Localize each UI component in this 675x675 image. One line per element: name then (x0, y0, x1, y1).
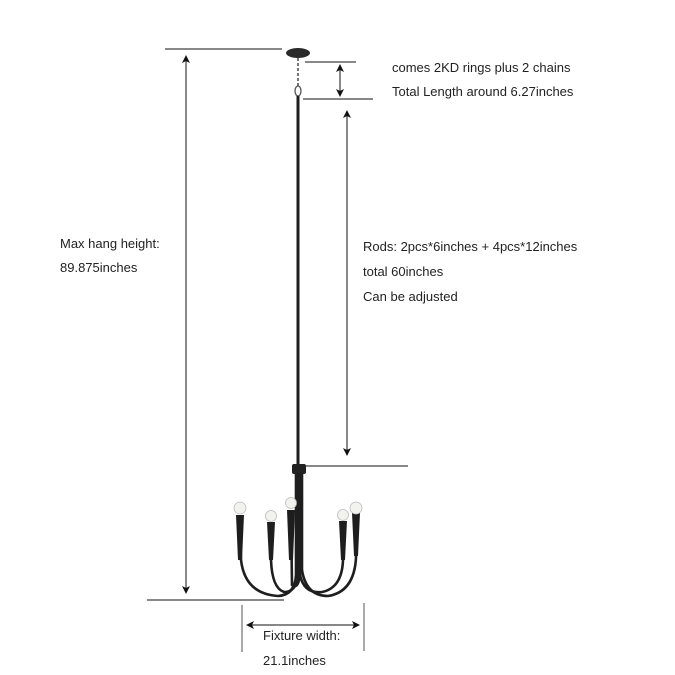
max-height-value: 89.875inches (60, 260, 138, 275)
ring (294, 85, 302, 97)
bulb (285, 497, 297, 509)
arm (238, 472, 298, 598)
max-height-label: Max hang height: (60, 236, 160, 251)
bulb (337, 509, 349, 521)
chain-note-line2: Total Length around 6.27inches (392, 84, 574, 99)
bulb (265, 510, 277, 522)
bulb (349, 501, 363, 515)
rods-line1: Rods: 2pcs*6inches + 4pcs*12inches (363, 239, 578, 254)
fixture-width-label: Fixture width: (263, 628, 341, 643)
rods-line2: total 60inches (363, 264, 444, 279)
rods-line3: Can be adjusted (363, 289, 458, 304)
canopy (286, 48, 310, 58)
chandelier (233, 48, 363, 598)
chain-note-line1: comes 2KD rings plus 2 chains (392, 60, 571, 75)
arm (298, 472, 345, 594)
fixture-width-value: 21.1inches (263, 653, 326, 668)
hub (292, 464, 306, 474)
arm (300, 472, 358, 598)
bulb (233, 501, 247, 515)
